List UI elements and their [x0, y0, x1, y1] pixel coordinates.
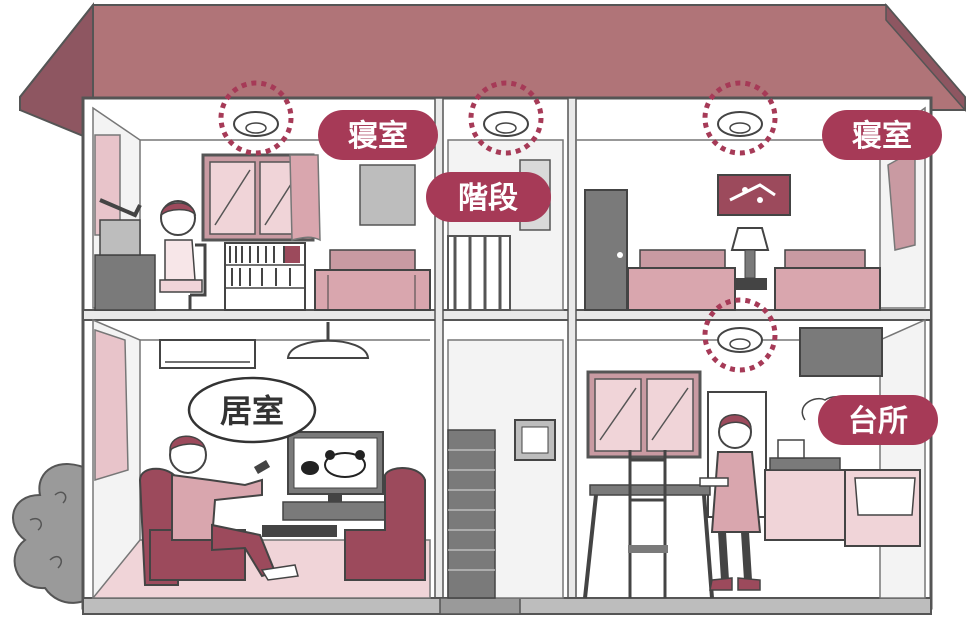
bush: [12, 463, 97, 604]
label-living-text: 居室: [220, 392, 284, 430]
label-stairs: 階段: [426, 172, 551, 222]
smoke-detector-kitchen: [702, 297, 778, 373]
label-kitchen: 台所: [818, 395, 938, 445]
smoke-detector-bedroom-right: [702, 80, 778, 156]
living-room: [91, 318, 431, 599]
stairs-lower: [447, 339, 564, 599]
smoke-detector-stairs: [468, 80, 544, 156]
label-stairs-text: 階段: [458, 181, 518, 216]
bedroom-left-room: [92, 106, 431, 311]
label-kitchen-text: 台所: [848, 404, 908, 439]
label-bedroom-right: 寝室: [822, 110, 942, 160]
label-living: 居室: [187, 376, 317, 444]
label-bedroom-left: 寝室: [318, 110, 438, 160]
kitchen-room: [576, 318, 926, 599]
smoke-detector-bedroom-left: [218, 80, 294, 156]
label-bedroom-right-text: 寝室: [852, 119, 912, 154]
label-bedroom-left-text: 寝室: [348, 119, 408, 154]
bedroom-right-room: [576, 106, 926, 311]
stairs-upper: [447, 139, 564, 311]
